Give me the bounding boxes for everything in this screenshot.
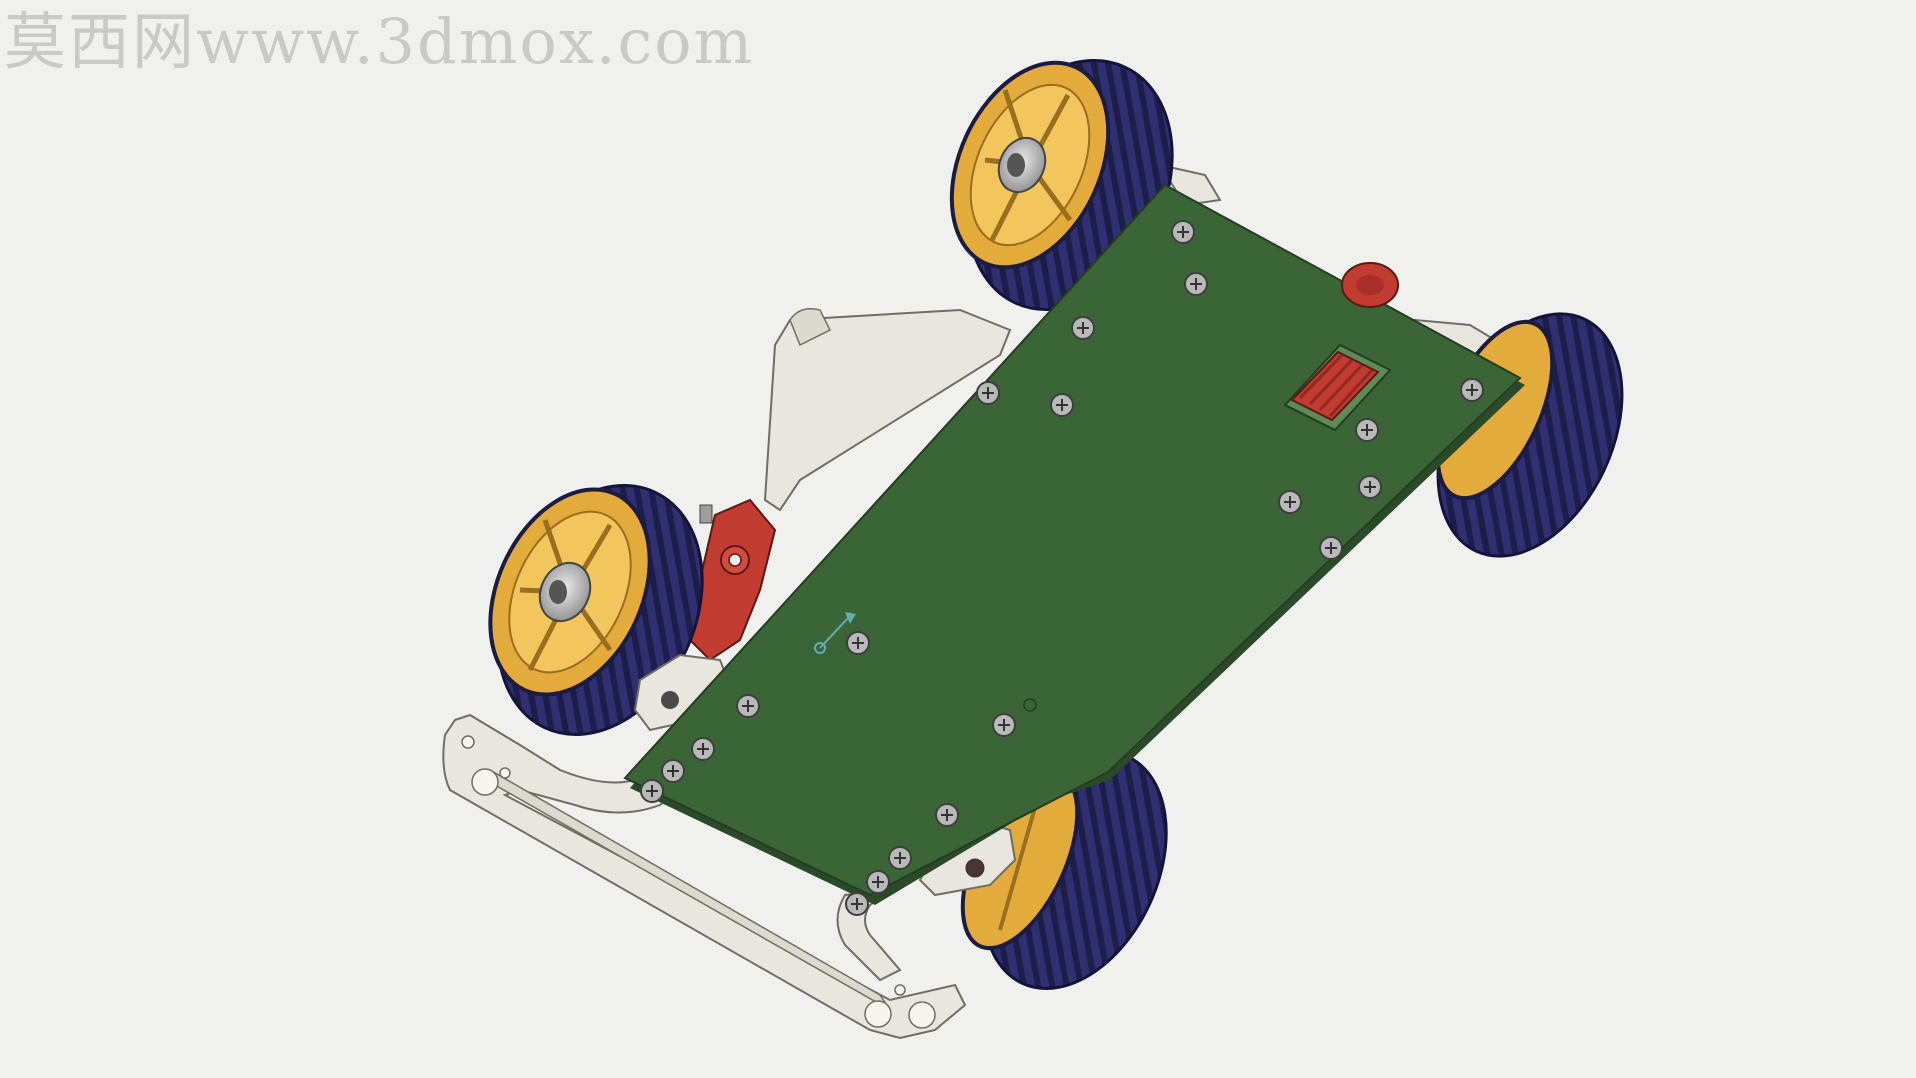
gear-top xyxy=(1341,262,1399,308)
pcb-board[interactable] xyxy=(623,183,1525,905)
screw xyxy=(661,759,685,783)
screw xyxy=(1050,393,1074,417)
screw xyxy=(1171,220,1195,244)
watermark: 莫西网www.3dmox.com xyxy=(4,5,755,78)
screw xyxy=(992,713,1016,737)
screw xyxy=(1355,418,1379,442)
screw xyxy=(845,892,869,916)
screw xyxy=(736,694,760,718)
pcb-screws xyxy=(640,220,1484,916)
screw xyxy=(1358,475,1382,499)
heatsink-chip xyxy=(1283,343,1392,432)
screw xyxy=(1184,272,1208,296)
origin-marker xyxy=(814,612,856,654)
steering-servo-left xyxy=(688,498,777,662)
motor-bracket-left xyxy=(763,308,1012,512)
front-bumper-frame xyxy=(442,713,967,1040)
screw xyxy=(1460,378,1484,402)
screw xyxy=(1071,316,1095,340)
screw xyxy=(866,870,890,894)
screw xyxy=(888,846,912,870)
pcb-hole xyxy=(1023,698,1037,712)
screw xyxy=(935,803,959,827)
screw xyxy=(691,737,715,761)
screw xyxy=(1278,490,1302,514)
screw xyxy=(846,631,870,655)
screw xyxy=(640,779,664,803)
screw xyxy=(1319,536,1343,560)
screw xyxy=(976,381,1000,405)
